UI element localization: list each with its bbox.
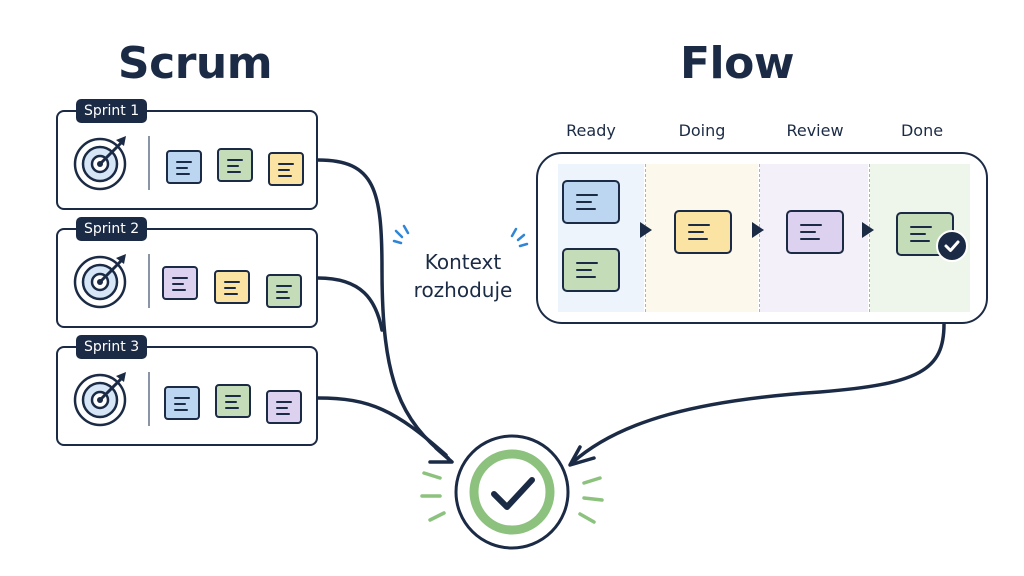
- card-divider: [148, 254, 150, 308]
- success-burst-marks: [420, 471, 604, 524]
- sprint-card-2: Sprint 2: [56, 217, 318, 328]
- scrum-title: Scrum: [117, 38, 273, 89]
- task-note: [166, 150, 202, 184]
- arrow-triangle-icon: [640, 222, 652, 238]
- sprint-card-3: Sprint 3: [56, 335, 318, 446]
- flow-card-ready-2: [562, 248, 620, 292]
- check-circle-icon: [454, 434, 570, 550]
- task-note: [215, 384, 251, 418]
- sprint3-connector: [316, 396, 448, 457]
- task-note: [266, 274, 302, 308]
- sprint-badge: Sprint 1: [76, 99, 148, 123]
- flow-card-doing: [674, 210, 732, 254]
- task-note: [164, 386, 200, 420]
- done-check-icon: [936, 230, 968, 262]
- kontext-accent-marks: [392, 224, 529, 248]
- sprint-badge: Sprint 3: [76, 335, 148, 359]
- context-label-line1: Kontext: [424, 250, 502, 274]
- column-label-doing: Doing: [678, 121, 726, 140]
- lane-divider: [759, 164, 760, 312]
- target-icon: [73, 372, 127, 427]
- sprint1-connector: [316, 158, 450, 460]
- task-note: [162, 266, 198, 300]
- flow-card-ready-1: [562, 180, 620, 224]
- arrowhead-left: [428, 446, 454, 464]
- lane-divider: [645, 164, 646, 312]
- column-label-done: Done: [900, 121, 944, 140]
- card-divider: [148, 372, 150, 426]
- arrow-triangle-icon: [752, 222, 764, 238]
- arrowhead-right: [568, 445, 596, 467]
- column-label-review: Review: [786, 121, 844, 140]
- lane-divider: [869, 164, 870, 312]
- context-label-line2: rozhoduje: [413, 278, 513, 302]
- flow-title: Flow: [679, 38, 795, 89]
- target-icon: [73, 254, 127, 309]
- context-label: Kontext rozhoduje: [400, 248, 526, 304]
- flow-connector: [570, 322, 946, 465]
- task-note: [268, 152, 304, 186]
- task-note: [214, 270, 250, 304]
- arrow-triangle-icon: [862, 222, 874, 238]
- task-note: [217, 148, 253, 182]
- flow-card-review: [786, 210, 844, 254]
- flow-board: [536, 152, 988, 324]
- card-divider: [148, 136, 150, 190]
- sprint-badge: Sprint 2: [76, 217, 148, 241]
- sprint2-connector: [316, 276, 384, 332]
- target-icon: [73, 136, 127, 191]
- column-label-ready: Ready: [566, 121, 616, 140]
- sprint-card-1: Sprint 1: [56, 99, 318, 210]
- task-note: [266, 390, 302, 424]
